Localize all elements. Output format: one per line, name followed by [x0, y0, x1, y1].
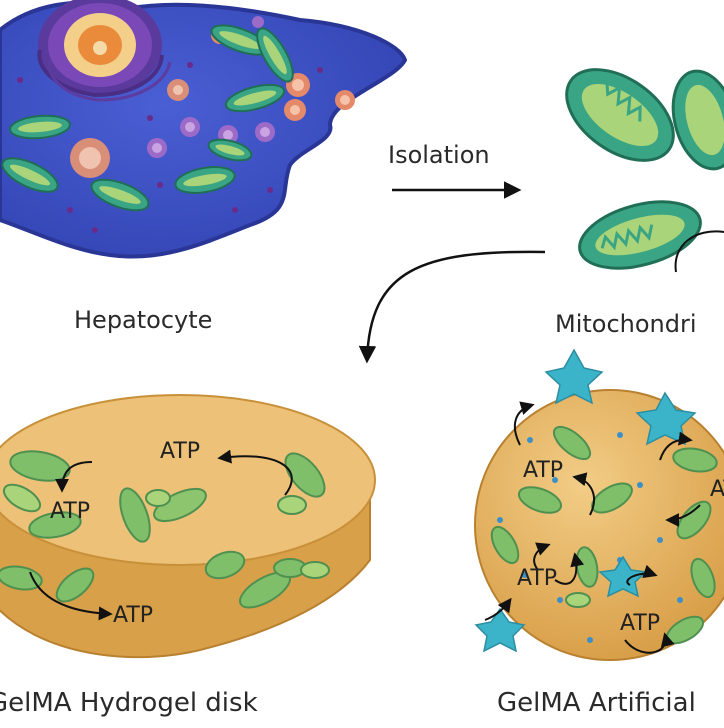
isolated-mitochondria	[565, 68, 724, 273]
disk-atp-3: ATP	[113, 603, 153, 628]
artificial-label: GelMA Artificial	[497, 688, 696, 718]
disk-atp-1: ATP	[160, 439, 200, 464]
mito-large-1	[565, 68, 675, 162]
nucleus	[37, 0, 172, 102]
cell-granules	[17, 62, 323, 233]
disk-top	[0, 394, 376, 566]
sphere-atp-4: ATP	[710, 477, 724, 502]
sphere-atp-arrows	[484, 401, 701, 654]
mito-large-3	[578, 200, 702, 270]
sphere-atp-2: ATP	[517, 566, 557, 591]
hydrogel-disk-label: GelMA Hydrogel disk	[0, 688, 258, 718]
mito-large-2	[671, 69, 724, 171]
hepatocyte-cell	[0, 0, 408, 259]
mitochondria-label: Mitochondri	[555, 310, 697, 338]
return-arrow	[358, 250, 546, 364]
disk-atp-arrows	[29, 449, 293, 621]
artificial-sphere: ATP ATP ATP ATP	[474, 348, 724, 661]
sphere-atp-3: ATP	[620, 611, 660, 636]
disk-mitochondria	[0, 450, 330, 609]
hepatocyte-label: Hepatocyte	[74, 306, 213, 334]
sphere-stars	[474, 348, 697, 653]
disk-atp-2: ATP	[50, 499, 90, 524]
isolation-label: Isolation	[388, 141, 490, 169]
sphere-mitochondria	[490, 425, 718, 645]
sphere-atp-1: ATP	[523, 458, 563, 483]
hydrogel-disk: ATP ATP ATP	[0, 394, 376, 659]
cell-mitochondria	[1, 24, 294, 212]
pointer-curve	[674, 230, 724, 273]
